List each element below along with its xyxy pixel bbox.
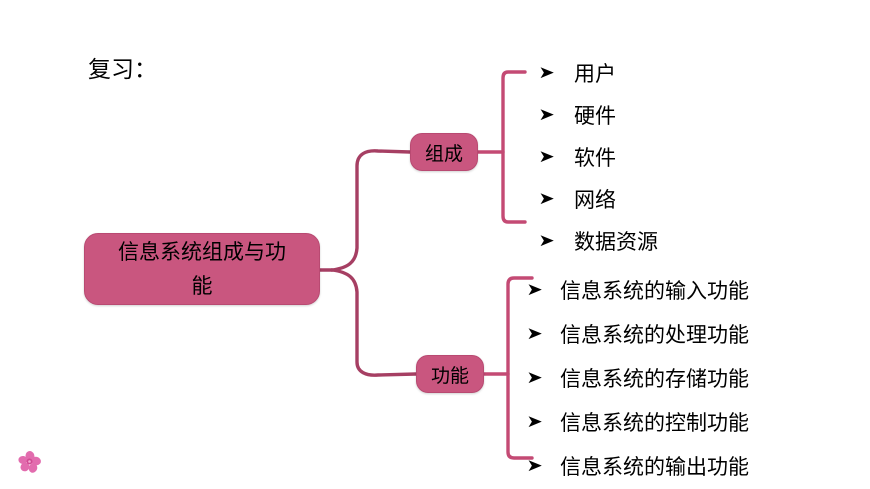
arrow-bullet-icon: ➤ <box>526 323 543 344</box>
arrow-bullet-icon: ➤ <box>538 146 555 167</box>
list-item-label: 硬件 <box>574 104 616 128</box>
list-item[interactable]: ➤ 硬件 <box>538 94 658 136</box>
list-item-label: 网络 <box>574 188 616 212</box>
node-root-line2: 能 <box>191 274 213 298</box>
node-root-line1: 信息系统组成与功 <box>118 240 286 264</box>
node-branch-compose-label: 组成 <box>424 143 463 165</box>
list-item[interactable]: ➤ 信息系统的控制功能 <box>526 400 749 444</box>
list-item[interactable]: ➤ 信息系统的输出功能 <box>526 444 749 488</box>
arrow-bullet-icon: ➤ <box>526 367 543 388</box>
list-item[interactable]: ➤ 数据资源 <box>538 220 658 262</box>
list-item-label: 信息系统的处理功能 <box>560 323 749 347</box>
arrow-bullet-icon: ➤ <box>538 62 555 83</box>
list-item-label: 数据资源 <box>574 230 658 254</box>
leaf-list-function: ➤ 信息系统的输入功能 ➤ 信息系统的处理功能 ➤ 信息系统的存储功能 ➤ 信息… <box>526 268 749 488</box>
node-branch-compose[interactable]: 组成 <box>410 133 478 171</box>
node-branch-function-label: 功能 <box>430 365 469 387</box>
arrow-bullet-icon: ➤ <box>538 188 555 209</box>
list-item[interactable]: ➤ 信息系统的输入功能 <box>526 268 749 312</box>
list-item[interactable]: ➤ 信息系统的处理功能 <box>526 312 749 356</box>
leaf-list-compose: ➤ 用户 ➤ 硬件 ➤ 软件 ➤ 网络 ➤ 数据资源 <box>538 52 658 262</box>
arrow-bullet-icon: ➤ <box>538 104 555 125</box>
list-item[interactable]: ➤ 用户 <box>538 52 658 94</box>
arrow-bullet-icon: ➤ <box>526 279 543 300</box>
node-branch-function[interactable]: 功能 <box>416 355 484 393</box>
list-item-label: 信息系统的存储功能 <box>560 367 749 391</box>
list-item-label: 软件 <box>574 146 616 170</box>
list-item-label: 用户 <box>574 62 616 86</box>
list-item-label: 信息系统的输出功能 <box>560 455 749 479</box>
list-item[interactable]: ➤ 网络 <box>538 178 658 220</box>
flower-icon <box>18 451 41 473</box>
node-root[interactable]: 信息系统组成与功 能 <box>84 233 320 305</box>
node-root-label: 信息系统组成与功 能 <box>99 235 305 303</box>
list-item[interactable]: ➤ 软件 <box>538 136 658 178</box>
list-item[interactable]: ➤ 信息系统的存储功能 <box>526 356 749 400</box>
list-item-label: 信息系统的输入功能 <box>560 279 749 303</box>
page-title: 复习： <box>88 57 157 82</box>
arrow-bullet-icon: ➤ <box>526 411 543 432</box>
arrow-bullet-icon: ➤ <box>538 230 555 251</box>
arrow-bullet-icon: ➤ <box>526 455 543 476</box>
list-item-label: 信息系统的控制功能 <box>560 411 749 435</box>
